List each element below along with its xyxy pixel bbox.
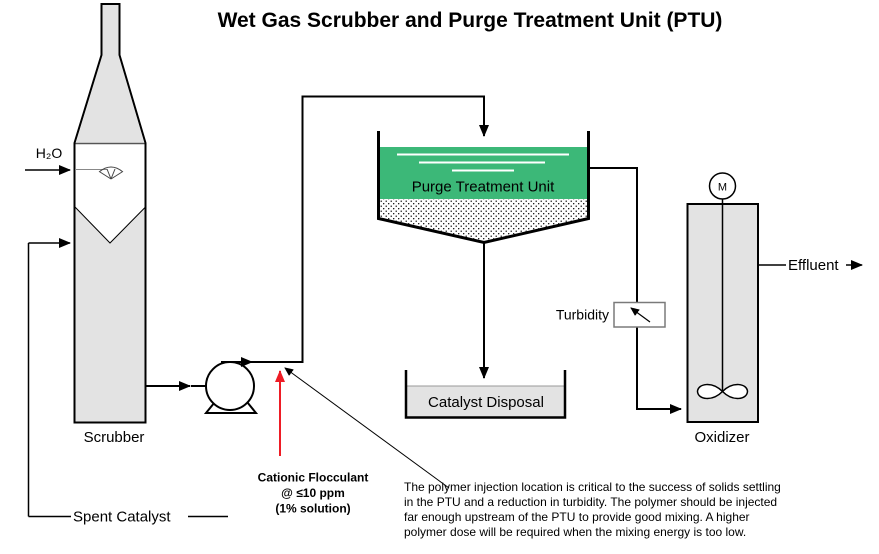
oxidizer-vessel: M Oxidizer [686,172,759,446]
flocculant-note: Cationic Flocculant @ ≤10 ppm (1% soluti… [258,471,369,516]
effluent-label: Effluent [788,257,839,274]
ptu-label: Purge Treatment Unit [412,179,555,196]
effluent-outlet: Effluent [758,257,863,274]
scrubber-vessel: Scrubber [73,3,147,446]
flocculant-line-3: (1% solution) [275,502,350,516]
catalyst-disposal-fill [406,385,565,418]
scrubber-label: Scrubber [84,429,145,446]
diagram-title: Wet Gas Scrubber and Purge Treatment Uni… [218,9,723,32]
catalyst-disposal-outline [404,370,567,419]
turbidity-indicator-arrow-icon [630,307,651,323]
scrubber-bottom-section [75,207,145,422]
ptu-surface-lines [397,153,569,172]
ptu-outlet-pipe [590,167,682,414]
scrubber-top-section [76,5,144,143]
motor-icon [708,172,737,200]
ptu-liquid [380,147,587,199]
impeller-icon [696,383,749,400]
purge-treatment-unit: Purge Treatment Unit [377,131,590,245]
oxidizer-label: Oxidizer [694,429,749,446]
turbidity-instrument: Turbidity [556,301,666,328]
scrubber-outline [73,3,147,424]
motor-label: M [718,182,727,194]
pump-casing-icon [205,361,255,411]
polymer-note-line-3: far enough upstream of the PTU to provid… [404,510,750,524]
flocculant-line-2: @ ≤10 ppm [281,486,345,500]
polymer-note: The polymer injection location is critic… [404,480,781,539]
catalyst-disposal: Catalyst Disposal [404,370,567,419]
polymer-note-line-4: polymer dose will be required when the m… [404,525,746,539]
note-leader-line [284,367,450,489]
polymer-note-line-1: The polymer injection location is critic… [404,480,781,494]
catalyst-disposal-label: Catalyst Disposal [428,394,544,411]
scrubber-chevron-line [74,206,146,244]
spent-catalyst-line [27,238,228,518]
spent-catalyst-label: Spent Catalyst [73,509,171,526]
pipe-to-ptu [250,95,489,363]
water-inlet-label: H₂O [36,145,63,161]
turbidity-label: Turbidity [556,307,609,323]
polymer-note-line-2: in the PTU and a reduction in turbidity.… [404,495,777,509]
spray-nozzle-icon [75,166,124,180]
flocculant-line-1: Cationic Flocculant [258,471,369,485]
pump [146,361,259,414]
ptu-sludge-zone [380,199,587,241]
water-inlet: H₂O [25,145,71,175]
